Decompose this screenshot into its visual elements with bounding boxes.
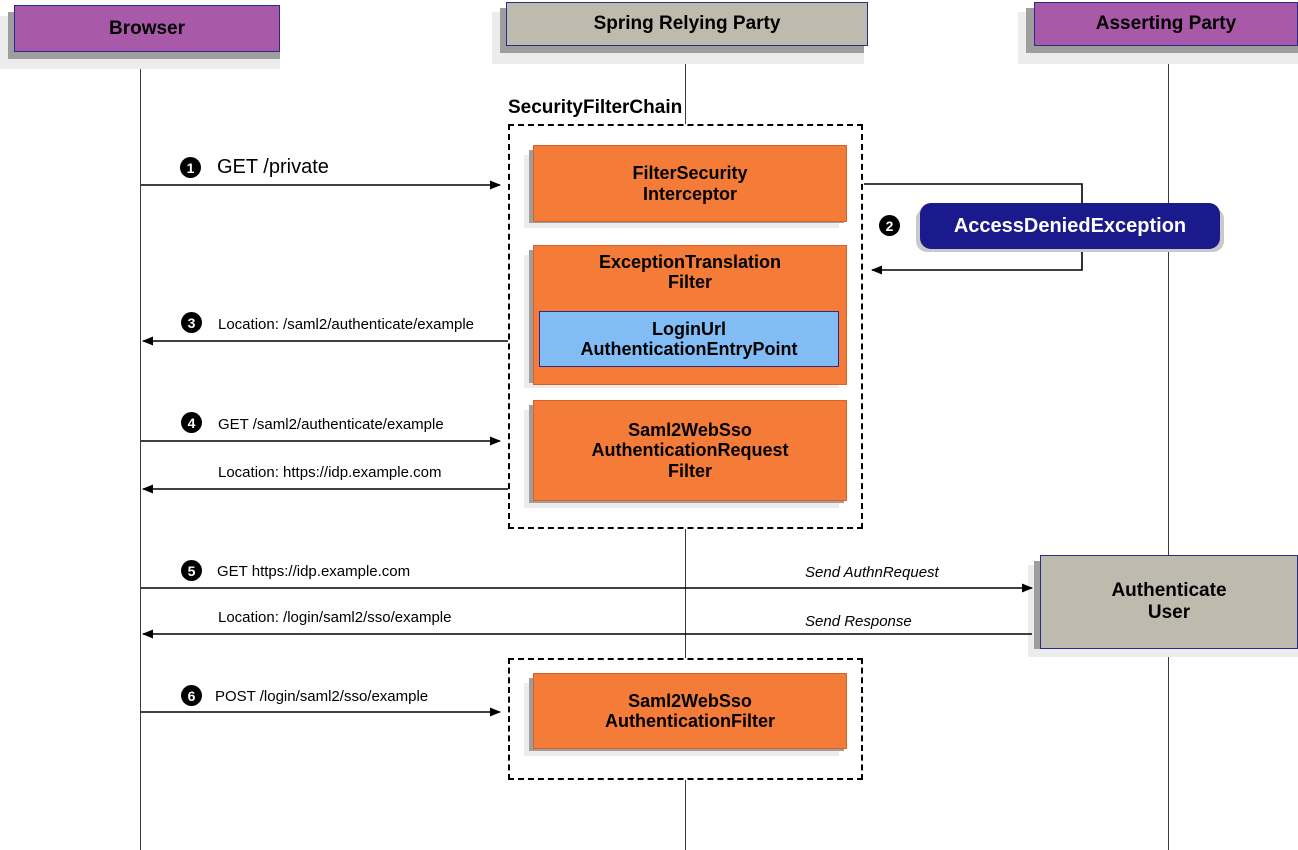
actor-browser-label: Browser bbox=[108, 17, 186, 39]
login-url-authentication-entry-point-line2: AuthenticationEntryPoint bbox=[580, 339, 798, 359]
message-label-get-idp: GET https://idp.example.com bbox=[217, 563, 411, 580]
exception-translation-filter-line2: Filter bbox=[667, 272, 712, 293]
filter-security-interceptor-line2: Interceptor bbox=[642, 183, 738, 204]
message-label-location-saml2-authenticate: Location: /saml2/authenticate/example bbox=[218, 316, 474, 333]
saml2-websso-authentication-filter[interactable]: Saml2WebSso AuthenticationFilter bbox=[533, 673, 847, 749]
saml2-websso-authentication-filter-line2: AuthenticationFilter bbox=[605, 711, 775, 731]
actor-relying-party[interactable]: Spring Relying Party bbox=[506, 2, 868, 46]
login-url-authentication-entry-point-line1: LoginUrl bbox=[652, 318, 726, 339]
message-label-post-login-sso: POST /login/saml2/sso/example bbox=[215, 688, 429, 705]
message-label-location-idp: Location: https://idp.example.com bbox=[218, 464, 442, 481]
access-denied-exception[interactable]: AccessDeniedException bbox=[920, 203, 1220, 249]
security-filter-chain-title: SecurityFilterChain bbox=[508, 97, 683, 118]
badge-step-1: 1 bbox=[180, 157, 201, 178]
message-label-send-response: Send Response bbox=[805, 613, 912, 630]
message-label-get-saml2-authenticate: GET /saml2/authenticate/example bbox=[218, 416, 444, 433]
login-url-authentication-entry-point[interactable]: LoginUrl AuthenticationEntryPoint bbox=[539, 311, 839, 367]
saml2-websso-authentication-request-filter-line3: Filter bbox=[667, 460, 712, 481]
message-label-get-private: GET /private bbox=[217, 156, 329, 178]
actor-browser[interactable]: Browser bbox=[14, 5, 280, 52]
access-denied-exception-label: AccessDeniedException bbox=[953, 214, 1187, 237]
badge-step-4: 4 bbox=[181, 412, 202, 433]
saml2-websso-authentication-request-filter-line1: Saml2WebSso bbox=[628, 420, 752, 441]
saml2-websso-authentication-request-filter[interactable]: Saml2WebSso AuthenticationRequest Filter bbox=[533, 400, 847, 501]
authenticate-user-line1: Authenticate bbox=[1111, 580, 1227, 601]
filter-security-interceptor-line1: FilterSecurity bbox=[632, 163, 748, 184]
authenticate-user-line2: User bbox=[1147, 602, 1191, 623]
exception-translation-filter-line1: ExceptionTranslation bbox=[598, 252, 782, 272]
actor-asserting-party[interactable]: Asserting Party bbox=[1034, 2, 1298, 46]
saml2-websso-authentication-request-filter-line2: AuthenticationRequest bbox=[591, 440, 789, 461]
message-label-send-authnrequest: Send AuthnRequest bbox=[805, 564, 939, 581]
lifeline-browser bbox=[140, 52, 141, 850]
saml2-websso-authentication-filter-line1: Saml2WebSso bbox=[628, 690, 752, 711]
filter-security-interceptor[interactable]: FilterSecurity Interceptor bbox=[533, 145, 847, 222]
lifeline-asserting-party bbox=[1168, 48, 1169, 850]
actor-asserting-party-label: Asserting Party bbox=[1095, 13, 1237, 34]
badge-step-6: 6 bbox=[181, 685, 202, 706]
authenticate-user-activation[interactable]: Authenticate User bbox=[1040, 555, 1298, 649]
badge-step-2: 2 bbox=[879, 215, 900, 236]
actor-relying-party-label: Spring Relying Party bbox=[593, 13, 781, 34]
badge-step-3: 3 bbox=[181, 312, 202, 333]
badge-step-5: 5 bbox=[181, 560, 202, 581]
message-label-location-login-sso: Location: /login/saml2/sso/example bbox=[218, 609, 452, 626]
